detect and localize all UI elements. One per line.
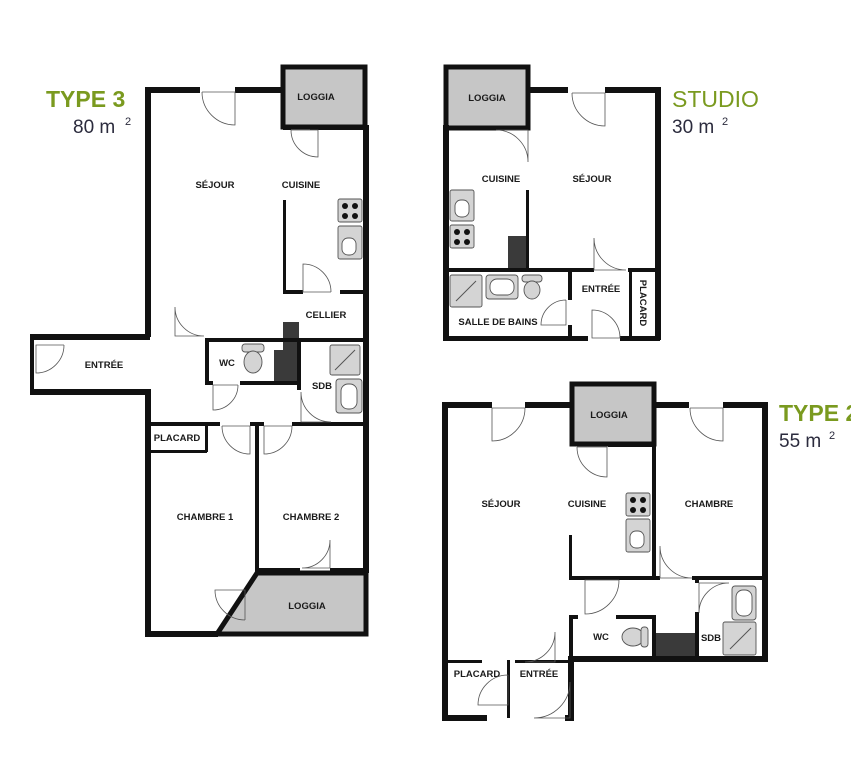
stove-icon [625, 492, 651, 517]
walls [30, 87, 369, 637]
loggia-bottom [212, 570, 369, 637]
door-swing-icon [571, 92, 606, 127]
room-label-sejour: SÉJOUR [572, 174, 611, 185]
door-swing-icon [174, 306, 205, 337]
walls [443, 87, 661, 341]
door-swing-icon [300, 391, 332, 423]
door-swing-icon [214, 589, 246, 621]
room-label-sdb: SDB [312, 381, 332, 392]
room-label-entree: ENTRÉE [520, 669, 559, 680]
room-label-cuisine: CUISINE [482, 174, 521, 185]
room-label-entree: ENTRÉE [582, 284, 621, 295]
service-shaft [508, 236, 527, 270]
toilet-icon [243, 350, 263, 374]
door-swing-icon [301, 539, 331, 569]
stove-icon [449, 224, 475, 249]
door-swing-icon [302, 263, 332, 293]
plan-area: 30 m [672, 117, 714, 138]
door-swing-icon [495, 129, 529, 163]
door-swing-icon [689, 407, 724, 442]
room-label-chambre: CHAMBRE [685, 499, 734, 510]
shower-icon [722, 621, 757, 656]
door-swing-icon [477, 674, 509, 706]
kitchen-fixtures [625, 492, 651, 553]
door-swing-icon [540, 299, 567, 326]
sdb-fixtures [329, 344, 363, 414]
door-swing-icon [584, 579, 620, 615]
room-label-cellier: CELLIER [306, 310, 347, 321]
plan-studio: STUDIO 30 m 2 [443, 64, 759, 341]
room-label-sejour: SÉJOUR [195, 180, 234, 191]
loggia-top [280, 64, 368, 130]
plan-area-unit: 2 [125, 116, 131, 128]
door-swing-icon [576, 446, 608, 478]
stove-icon [337, 198, 363, 223]
walls [442, 402, 768, 721]
service-shaft [283, 322, 299, 382]
room-label-sdb: SDB [701, 633, 721, 644]
door-swing-icon [201, 91, 236, 126]
door-swing-icon [35, 344, 65, 374]
door-swing-icon [524, 631, 556, 663]
room-label-loggia: LOGGIA [590, 410, 628, 421]
door-swing-icon [533, 681, 571, 719]
door-swing-icon [221, 425, 251, 455]
plan-area: 55 m [779, 431, 821, 452]
room-label-chambre-2: CHAMBRE 2 [283, 512, 339, 523]
loggia [569, 381, 657, 447]
room-label-entree: ENTRÉE [85, 360, 124, 371]
plan-area: 80 m [73, 117, 115, 138]
room-label-salle-de-bains: SALLE DE BAINS [458, 317, 537, 328]
kitchen-fixtures [337, 198, 363, 260]
room-label-placard: PLACARD [454, 669, 501, 680]
door-swing-icon [593, 237, 627, 271]
plan-title: TYPE 3 [46, 86, 125, 112]
room-label-placard: PLACARD [637, 280, 648, 327]
door-swing-icon [263, 425, 293, 455]
room-label-cuisine: CUISINE [282, 180, 321, 191]
room-label-loggia: LOGGIA [297, 92, 335, 103]
toilet-icon [523, 280, 541, 300]
service-shaft [655, 633, 697, 658]
room-label-loggia: LOGGIA [288, 601, 326, 612]
bathroom-fixtures [449, 274, 543, 308]
kitchen-fixtures [449, 189, 475, 249]
room-label-chambre-1: CHAMBRE 1 [177, 512, 234, 523]
service-shaft [274, 350, 286, 382]
door-swing-icon [591, 309, 621, 339]
wc-fixture [621, 626, 649, 648]
plan-area-unit: 2 [722, 116, 728, 128]
doors [35, 91, 730, 719]
door-swing-icon [290, 129, 319, 158]
plan-title: TYPE 2 [779, 400, 851, 426]
room-label-sejour: SÉJOUR [481, 499, 520, 510]
room-label-placard: PLACARD [154, 433, 201, 444]
door-swing-icon [212, 384, 239, 411]
room-label-wc: WC [593, 632, 609, 643]
door-swing-icon [491, 407, 526, 442]
sdb-fixtures [722, 585, 757, 656]
wc-fixture [241, 343, 265, 374]
door-swing-icon [698, 582, 730, 614]
room-label-wc: WC [219, 358, 235, 369]
room-label-loggia: LOGGIA [468, 93, 506, 104]
plan-type-2: TYPE 2 55 m 2 [442, 381, 851, 721]
door-swing-icon [659, 545, 693, 579]
plan-area-unit: 2 [829, 430, 835, 442]
loggia [443, 64, 531, 131]
plan-title: STUDIO [672, 86, 759, 112]
plan-type-3: TYPE 3 80 m 2 [30, 64, 369, 637]
room-label-cuisine: CUISINE [568, 499, 607, 510]
